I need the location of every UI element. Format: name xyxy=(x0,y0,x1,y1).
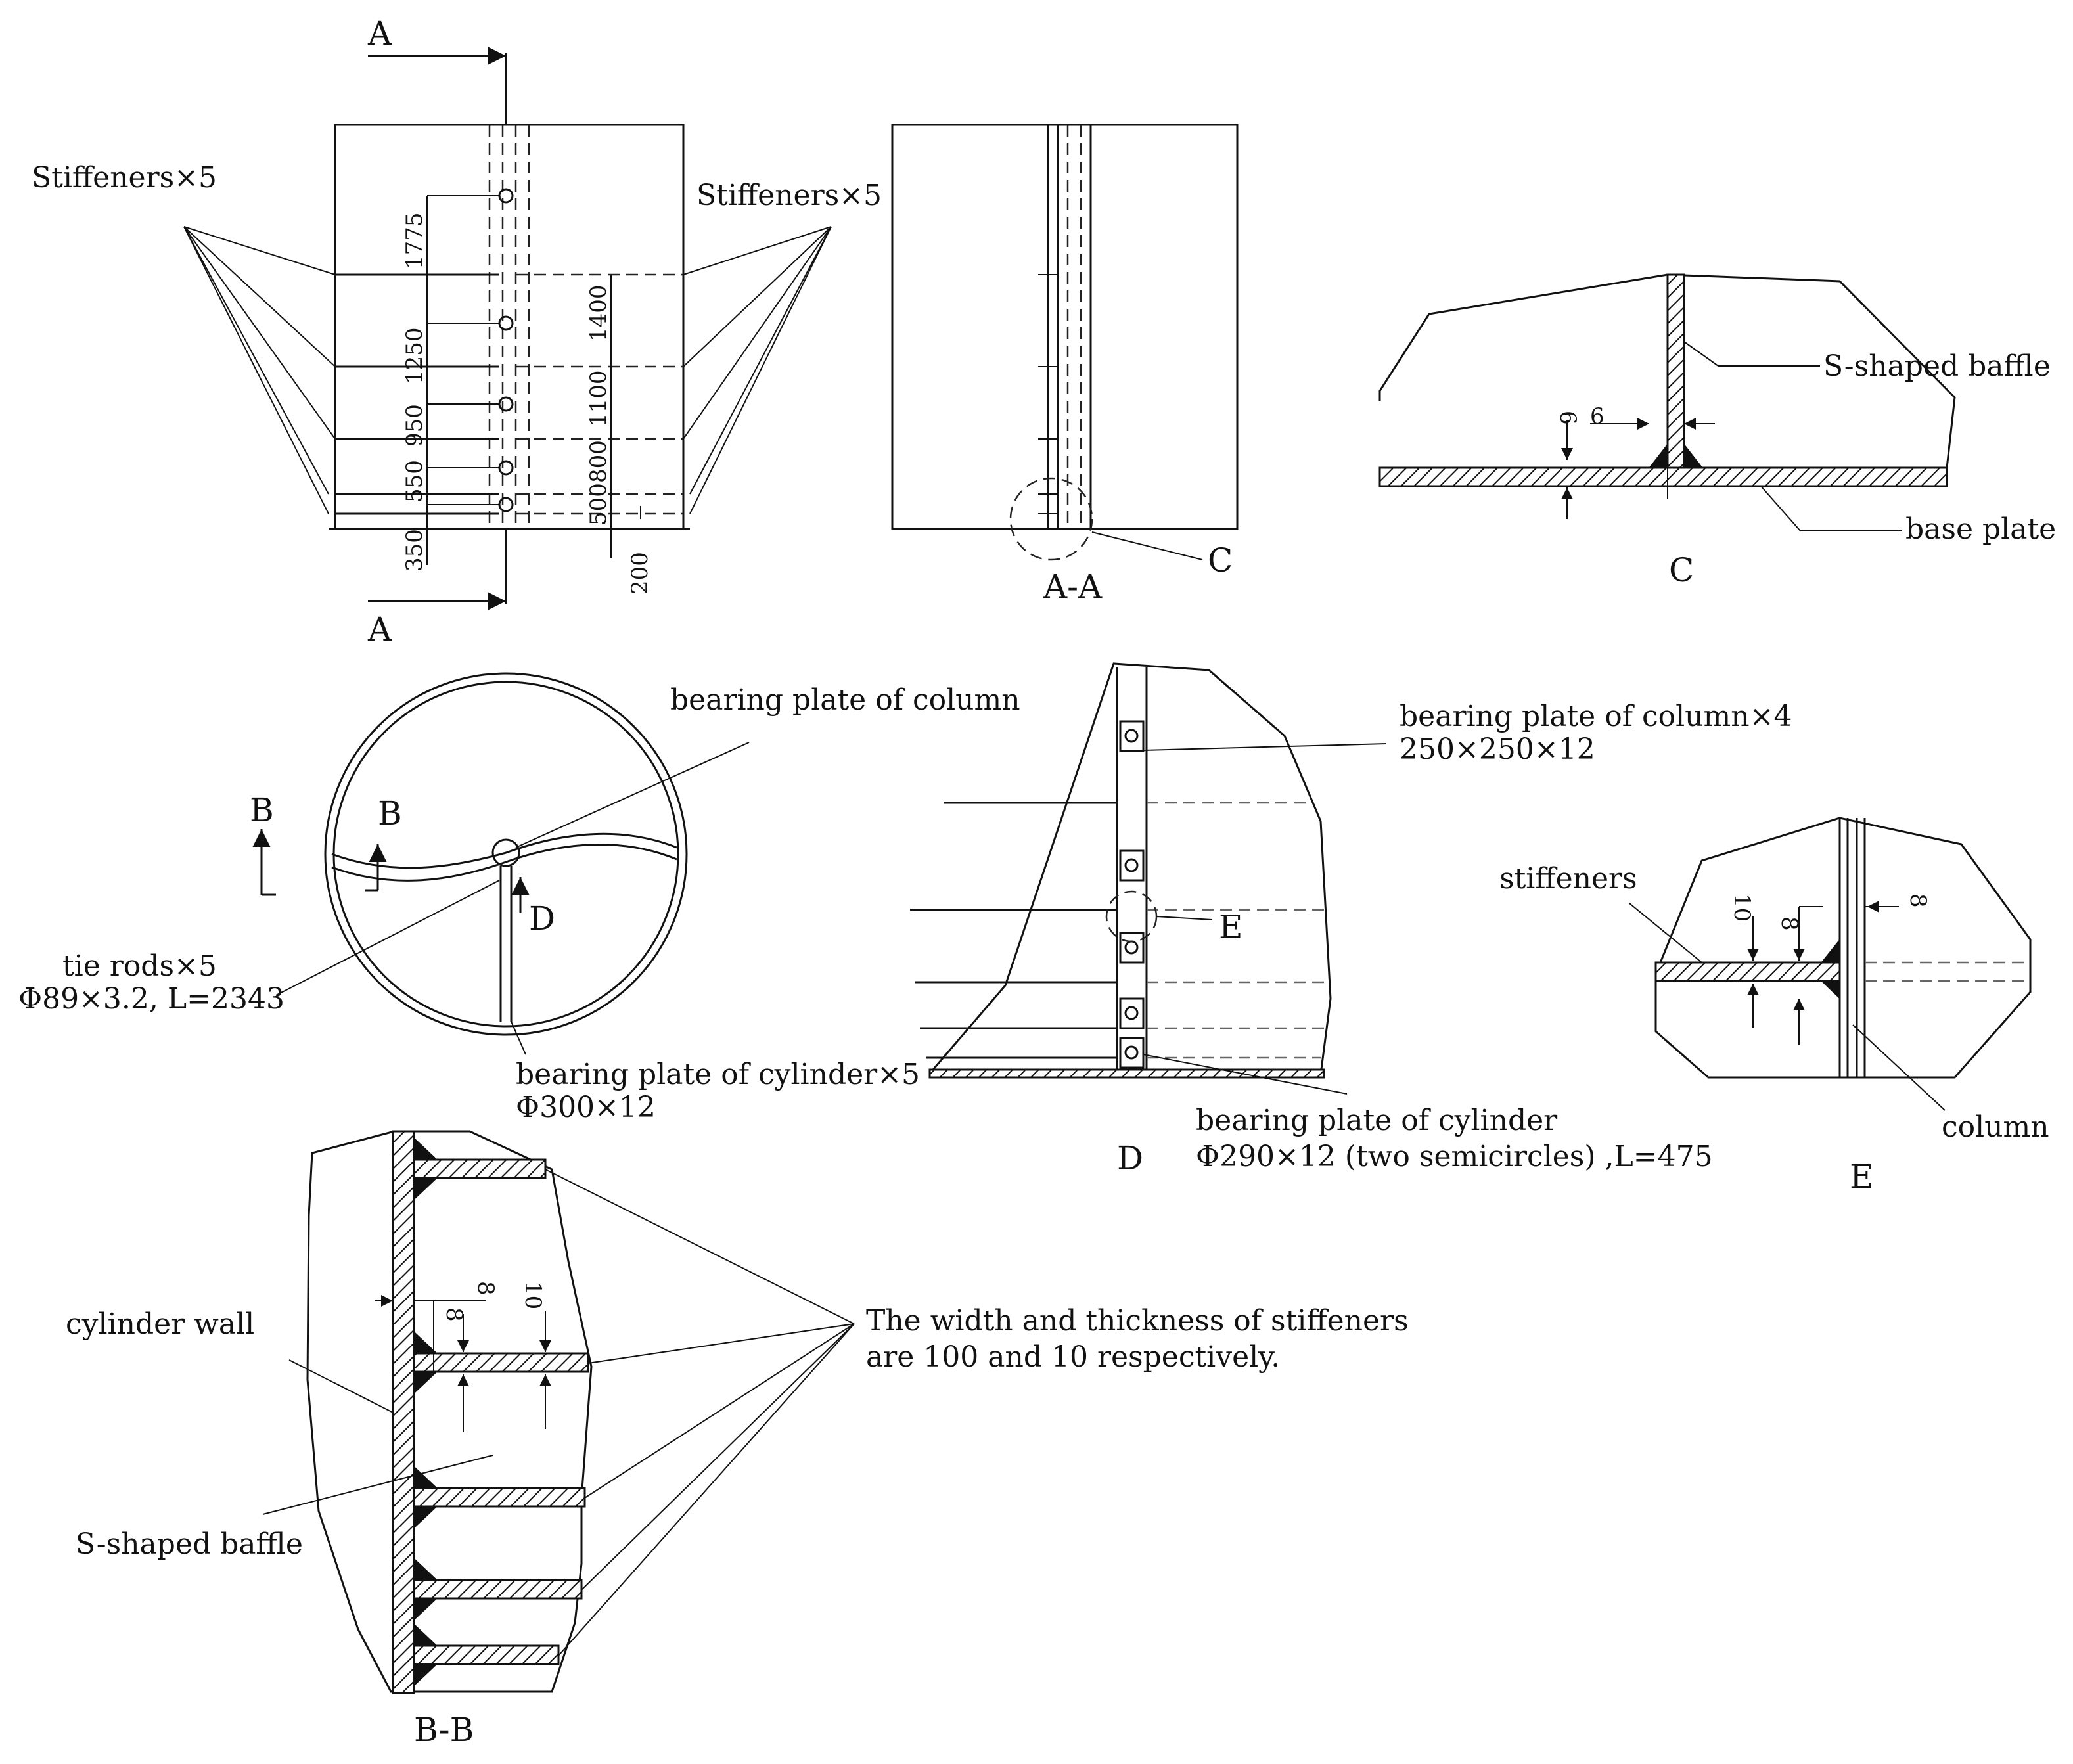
detail-d-caption: D xyxy=(1117,1139,1143,1177)
section-a-a: C A-A xyxy=(891,124,1239,606)
stiffeners-label-e: stiffeners xyxy=(1499,862,1637,895)
column-bearing-plate-x4-label: bearing plate of column×4 xyxy=(1400,700,1792,733)
tie-rods-label: tie rods×5 xyxy=(62,949,217,983)
cylinder-wall-label: cylinder wall xyxy=(66,1307,254,1341)
stiffeners-label-right: Stiffeners×5 xyxy=(696,179,882,212)
detail-c-caption: C xyxy=(1669,551,1694,589)
section-mark-a-bottom: A xyxy=(367,610,392,648)
detail-mark-d: D xyxy=(529,899,555,938)
section-mark-b-inner: B xyxy=(378,794,402,832)
column-label: column xyxy=(1942,1110,2049,1144)
detail-mark-c: C xyxy=(1208,541,1233,579)
detail-c-dim-vertical: 6 xyxy=(1555,411,1581,425)
dim-950: 950 xyxy=(401,404,428,447)
cylinder-bearing-plate-label: bearing plate of cylinder×5 xyxy=(516,1058,920,1091)
stiffener-note-line-2: are 100 and 10 respectively. xyxy=(866,1340,1280,1374)
bb-dim-8-horizontal: 8 xyxy=(472,1281,499,1296)
bb-dim-8-vertical: 8 xyxy=(441,1307,467,1322)
dim-200: 200 xyxy=(627,552,653,595)
detail-e-dim-10: 10 xyxy=(1729,893,1755,922)
s-shaped-baffle-label-bb: S-shaped baffle xyxy=(76,1527,303,1561)
dim-800: 800 xyxy=(585,440,612,483)
dim-1250: 1250 xyxy=(401,327,428,384)
cylinder-bearing-plate-spec: Φ300×12 xyxy=(516,1091,656,1124)
cylinder-bearing-plate-d-label: bearing plate of cylinder xyxy=(1196,1104,1558,1137)
dim-350: 350 xyxy=(401,529,428,572)
stiffeners-label-left: Stiffeners×5 xyxy=(32,161,217,194)
detail-e-dim-8-horizontal: 8 xyxy=(1905,893,1931,908)
bb-dim-10: 10 xyxy=(520,1281,546,1309)
section-b-b: 8 8 10 cylinder wall S-shaped baffle The… xyxy=(66,1130,1409,1749)
dim-1100: 1100 xyxy=(585,370,612,427)
s-shaped-baffle-label-c: S-shaped baffle xyxy=(1823,350,2051,383)
column-bearing-plate-label: bearing plate of column xyxy=(670,683,1020,717)
detail-d: E bearing plate of column×4 250×250×12 b… xyxy=(910,662,1792,1177)
dim-500: 500 xyxy=(585,483,612,526)
dim-550: 550 xyxy=(401,460,428,503)
front-view: A A 1775 1250 950 550 350 1400 1100 800 … xyxy=(32,14,882,648)
section-aa-caption: A-A xyxy=(1043,568,1103,606)
detail-c-dim-horizontal: 6 xyxy=(1590,403,1605,430)
section-bb-caption: B-B xyxy=(414,1711,474,1749)
section-mark-b-outer: B xyxy=(250,791,274,829)
tie-rods-spec: Φ89×3.2, L=2343 xyxy=(18,982,285,1016)
dim-1400: 1400 xyxy=(585,284,612,342)
dim-1775: 1775 xyxy=(401,212,428,269)
base-plate-label: base plate xyxy=(1905,512,2056,546)
cylinder-bearing-plate-d-spec: Φ290×12 (two semicircles) ,L=475 xyxy=(1196,1140,1713,1173)
section-mark-a-top: A xyxy=(367,14,392,53)
detail-e-caption: E xyxy=(1850,1158,1874,1196)
detail-e: 10 8 8 stiffeners column E xyxy=(1499,817,2049,1196)
detail-e-dim-8-vertical: 8 xyxy=(1776,916,1802,931)
bb-welds xyxy=(413,1137,438,1687)
stiffener-note-line-1: The width and thickness of stiffeners xyxy=(866,1304,1409,1338)
column-bearing-plate-x4-spec: 250×250×12 xyxy=(1400,733,1595,766)
plan-view: bearing plate of column tie rods×5 Φ89×3… xyxy=(18,672,1020,1124)
detail-c: 6 6 S-shaped baffle base plate C xyxy=(1378,273,2056,589)
detail-mark-e: E xyxy=(1219,908,1243,946)
